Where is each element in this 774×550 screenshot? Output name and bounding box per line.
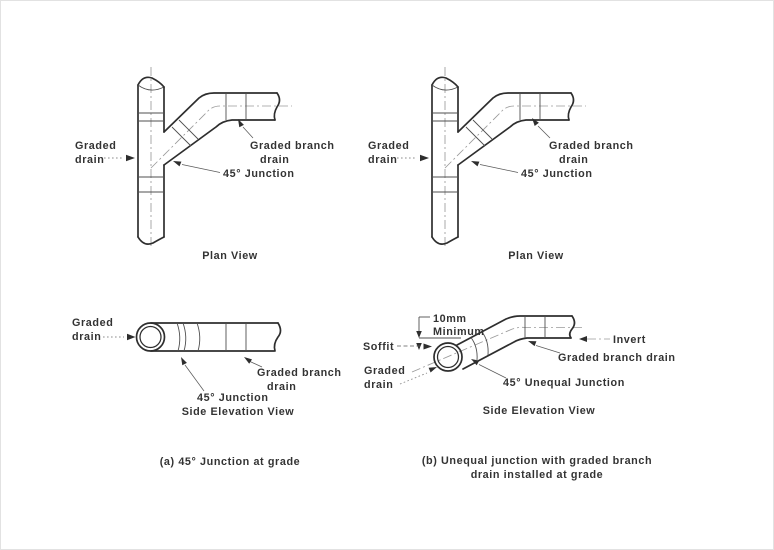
dimension-arrowhead-lower: [416, 343, 422, 350]
arrowhead: [127, 333, 136, 341]
arrowhead: [173, 161, 182, 167]
view-title-elevation-a: Side Elevation View: [182, 406, 295, 418]
arrowhead: [471, 359, 480, 366]
arrowhead: [238, 119, 244, 128]
view-title-elevation-b: Side Elevation View: [483, 405, 596, 417]
junction-leader-line: [479, 164, 519, 173]
label-soffit: Soffit: [363, 341, 394, 353]
graded-branch-leader-line: [537, 125, 551, 139]
label-graded-branch-drain-line2: drain: [559, 154, 588, 166]
view-title-plan-a: Plan View: [202, 250, 258, 262]
branch-upper-edge: [163, 92, 278, 133]
plan-view-a-labels: Graded drain Graded branch drain 45° Jun…: [75, 119, 335, 262]
label-graded-drain: Graded: [364, 365, 405, 377]
pipe-end-inner-circle: [436, 345, 460, 369]
label-graded-drain: Graded: [72, 317, 113, 329]
caption-a: (a) 45° Junction at grade: [160, 456, 301, 468]
junction-leader-line: [181, 164, 221, 173]
pipe-end-outer-circle: [433, 342, 463, 372]
branch-centerline: [411, 326, 585, 373]
branch-open-end: [273, 92, 281, 121]
pipe-end-inner-circle: [139, 325, 162, 349]
branch-lower-edge: [163, 119, 276, 166]
junction-leader-line: [184, 364, 205, 392]
caption-b-line2: drain installed at grade: [471, 469, 604, 481]
arrowhead: [181, 357, 187, 366]
arrowhead: [528, 341, 537, 347]
label-graded-drain-line2: drain: [75, 154, 104, 166]
junction-socket-lines: [176, 322, 201, 352]
branch-pipe-joint-lines: [225, 323, 247, 351]
branch-open-end: [568, 315, 576, 339]
label-graded-branch-drain: Graded branch drain: [558, 352, 676, 364]
branch-lower-edge: [462, 337, 572, 370]
arrowhead: [579, 336, 587, 342]
plan-view-pipe-drawing: [137, 67, 292, 247]
label-graded-drain: Graded: [368, 140, 409, 152]
side-elevation-b: 10mm Minimum Soffit Graded drain 45° Une…: [363, 313, 676, 417]
dimension-arrowhead-down: [416, 331, 422, 338]
label-invert: Invert: [613, 334, 646, 346]
label-graded-drain: Graded: [75, 140, 116, 152]
plan-view-b-labels: Graded drain Graded branch drain 45° Jun…: [368, 118, 634, 262]
junction-leader-line: [478, 364, 507, 379]
arrowhead: [428, 367, 437, 373]
figure-captions: (a) 45° Junction at grade (b) Unequal ju…: [160, 455, 652, 481]
view-title-plan-b: Plan View: [508, 250, 564, 262]
label-graded-branch-drain: Graded branch: [549, 140, 634, 152]
branch-centerline: [150, 105, 292, 169]
label-graded-branch-drain: Graded branch: [257, 367, 342, 379]
branch-pipe-joint-lines: [225, 93, 247, 120]
label-dimension-minimum: Minimum: [433, 326, 485, 338]
arrowhead: [420, 154, 429, 162]
main-pipe-joint-lines: [138, 112, 164, 193]
pipe-end-outer-circle: [135, 322, 166, 352]
arrowhead: [423, 343, 432, 350]
pipe-top-end-inner-rim: [137, 84, 165, 91]
junction-socket-lines: [171, 119, 199, 147]
graded-branch-leader-line: [535, 345, 561, 354]
label-graded-drain-line2: drain: [72, 331, 101, 343]
arrowhead: [532, 118, 539, 126]
graded-branch-leader-line: [249, 361, 263, 368]
arrowhead: [471, 161, 480, 167]
branch-pipe-joint-lines: [524, 316, 546, 338]
label-graded-drain-line2: drain: [368, 154, 397, 166]
label-graded-drain-line2: drain: [364, 379, 393, 391]
label-graded-branch-drain-line2: drain: [267, 381, 296, 393]
arrowhead: [244, 357, 252, 364]
arrowhead: [126, 154, 135, 162]
side-elevation-a: Graded drain 45° Junction Graded branch …: [72, 317, 342, 418]
graded-drain-leader-line: [399, 372, 428, 385]
label-45-junction: 45° Junction: [223, 168, 295, 180]
label-graded-branch-drain: Graded branch: [250, 140, 335, 152]
pipe-bottom-end: [137, 236, 165, 245]
label-45-junction: 45° Junction: [521, 168, 593, 180]
pipe-top-end: [137, 76, 165, 88]
label-45-junction: 45° Junction: [197, 392, 269, 404]
caption-b-line1: (b) Unequal junction with graded branch: [422, 455, 652, 467]
pipe-broken-end: [273, 322, 282, 352]
label-graded-branch-drain-line2: drain: [260, 154, 289, 166]
junction-socket-lines: [470, 331, 489, 361]
label-dimension-10mm: 10mm: [433, 313, 467, 325]
branch-upper-edge: [456, 315, 573, 346]
label-45-unequal-junction: 45° Unequal Junction: [503, 377, 625, 389]
graded-branch-leader-line: [242, 126, 254, 139]
